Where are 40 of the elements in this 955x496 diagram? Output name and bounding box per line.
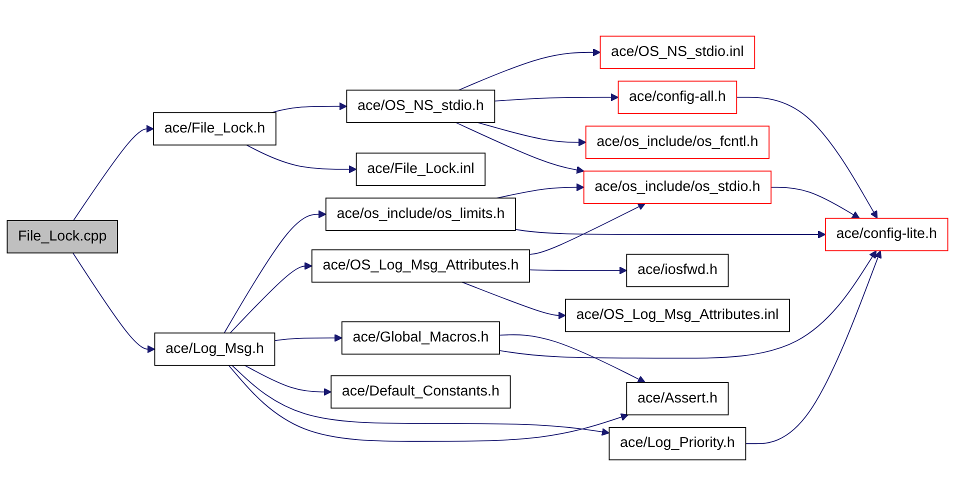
node-box: ace/File_Lock.h (153, 112, 276, 146)
arrow (246, 144, 357, 174)
node-box: ace/config-all.h (618, 80, 738, 114)
arrow (529, 203, 646, 255)
arrow (770, 186, 860, 219)
arrow (745, 250, 882, 444)
arrow (224, 210, 326, 334)
arrow (455, 122, 584, 174)
arrow (462, 282, 566, 320)
node-box: ace/os_include/os_fcntl.h (585, 126, 770, 159)
node-box: ace/Log_Priority.h (608, 427, 746, 460)
arrow (271, 102, 348, 114)
arrow (496, 183, 584, 199)
node-box: ace/File_Lock.inl (356, 152, 486, 186)
arrow (736, 96, 878, 219)
node-box: ace/OS_Log_Msg_Attributes.h (311, 249, 530, 283)
arrow (72, 252, 156, 354)
node-box: ace/iosfwd.h (626, 254, 729, 288)
arrow (230, 262, 312, 334)
node-box: ace/os_include/os_limits.h (325, 198, 516, 231)
node-box: ace/Global_Macros.h (341, 321, 500, 355)
arrow (477, 122, 586, 146)
node-box: File_Lock.cpp (6, 220, 118, 254)
arrow (244, 364, 332, 396)
node-box: ace/OS_NS_stdio.inl (600, 36, 756, 69)
node-box: ace/Default_Constants.h (330, 375, 511, 409)
arrow (274, 334, 342, 342)
node-box: ace/Log_Msg.h (154, 332, 276, 366)
node-box: ace/Assert.h (626, 382, 729, 416)
arrow (458, 48, 601, 91)
node-box: ace/OS_Log_Msg_Attributes.inl (565, 298, 790, 332)
node-box: ace/OS_NS_stdio.h (346, 90, 496, 123)
node-box: ace/os_include/os_stdio.h (583, 170, 772, 204)
arrow (515, 228, 826, 238)
node-box: ace/config-lite.h (824, 218, 948, 252)
arrow (499, 334, 646, 383)
arrow (529, 266, 628, 274)
arrow (72, 124, 154, 222)
arrow (494, 93, 619, 102)
arrow (499, 250, 877, 359)
